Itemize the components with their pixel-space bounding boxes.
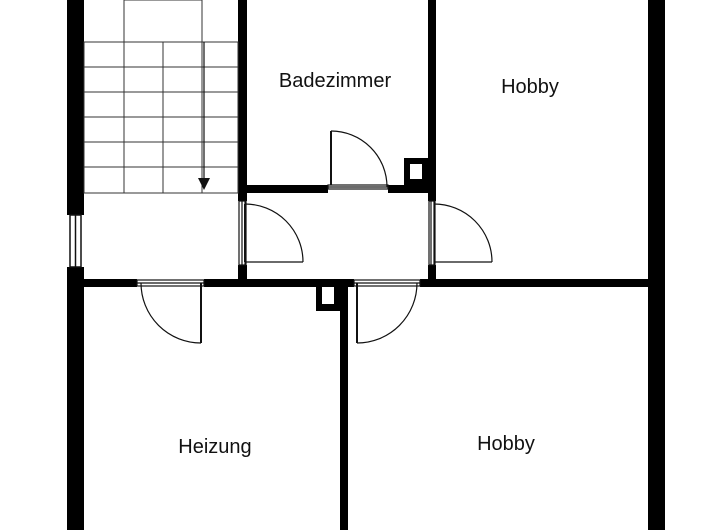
stair-top-strip [123, 0, 203, 43]
room-label-bathroom: Badezimmer [279, 70, 392, 92]
wall-left-upper [67, 0, 84, 215]
wall-mid-c [420, 279, 665, 287]
wall-bath-hobby [428, 0, 436, 195]
staircase [83, 0, 239, 194]
wall-left-lower [67, 267, 84, 530]
wall-hall-right-bottom [428, 265, 436, 281]
room-labels: Badezimmer Hobby Heizung Hobby [178, 70, 559, 458]
wall-hall-left-top [238, 193, 247, 201]
shafts [316, 158, 428, 311]
wall-bath-bottom-left [238, 185, 328, 193]
door-hobby-lower [353, 279, 421, 344]
shaft-bath-inner [410, 164, 422, 179]
wall-hall-left-bottom [238, 265, 247, 281]
shaft-lower-inner [322, 287, 334, 304]
wall-lower-partition [340, 279, 348, 530]
wall-bath-bottom-right [388, 185, 436, 193]
room-label-hobby-bottom: Hobby [477, 433, 535, 455]
room-label-hobby-top: Hobby [501, 76, 559, 98]
door-hall-left [238, 200, 304, 266]
room-label-heating: Heizung [178, 436, 251, 458]
wall-right [648, 0, 665, 530]
window-left [69, 214, 82, 268]
walls [67, 0, 665, 530]
door-hall-right [428, 200, 493, 266]
door-bathroom [327, 130, 389, 190]
stair-arrow-head-icon [198, 178, 210, 190]
door-heating [136, 279, 205, 344]
wall-stair [238, 0, 247, 195]
wall-hall-right-top [428, 193, 436, 201]
wall-mid-b [204, 279, 354, 287]
wall-mid-a [67, 279, 137, 287]
doors [136, 130, 493, 344]
